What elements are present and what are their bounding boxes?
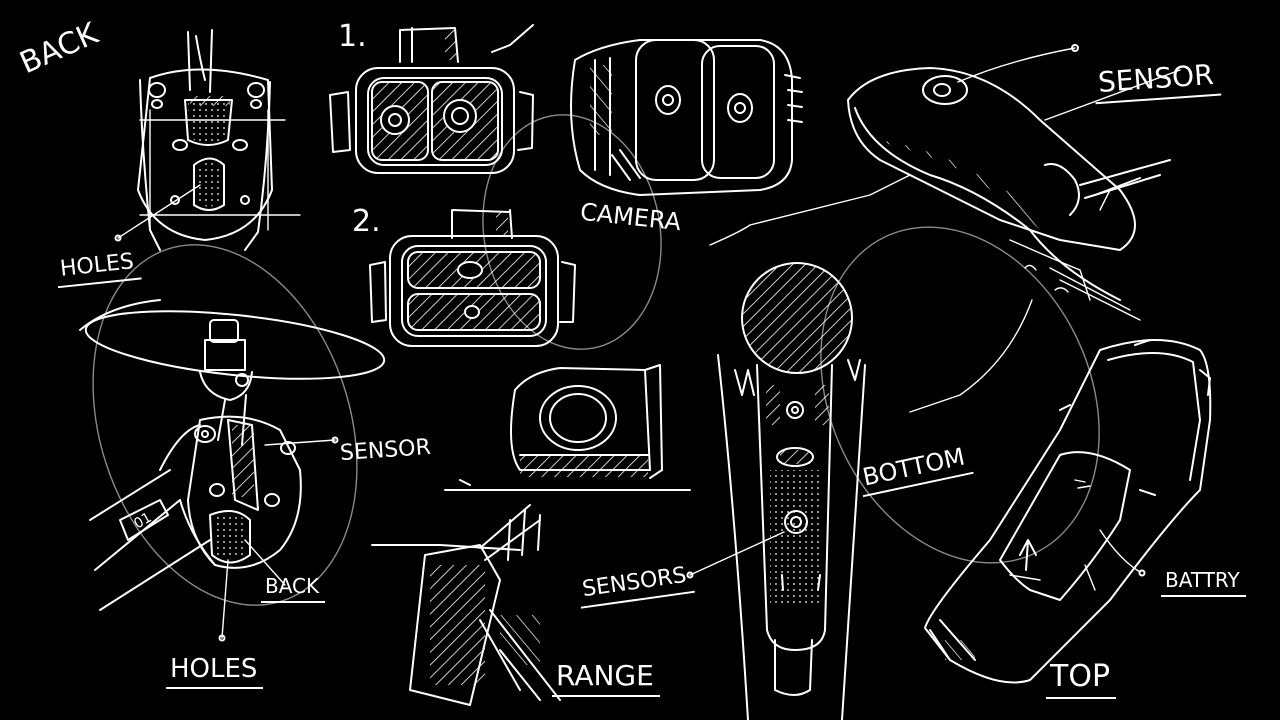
range-extension-sketch [409,504,561,706]
top-label: TOP [1045,659,1117,699]
handle-wand-sketch [686,262,1033,720]
guide-ellipses [92,114,1100,606]
step-two-label: 2. [352,204,381,239]
battery-top-view [924,339,1212,684]
pan-tilt-perspective-view [79,299,386,642]
battery-label: BATTRY [1161,568,1246,597]
camera-front-view-2 [369,209,576,347]
square-sensor-module [371,364,691,551]
step-one-label: 1. [338,19,367,54]
sensor-side-view [847,44,1181,321]
holes-label-bottom: HOLES [165,654,264,689]
back-view-sketch [114,29,301,251]
scribble-marks [1084,189,1111,591]
camera-perspective-view [570,39,911,246]
camera-front-view-1 [329,24,534,174]
sensor-label-top: SENSOR [1096,58,1215,99]
back-label-bottom: BACK [260,574,326,603]
range-label: RANGE [552,659,660,697]
